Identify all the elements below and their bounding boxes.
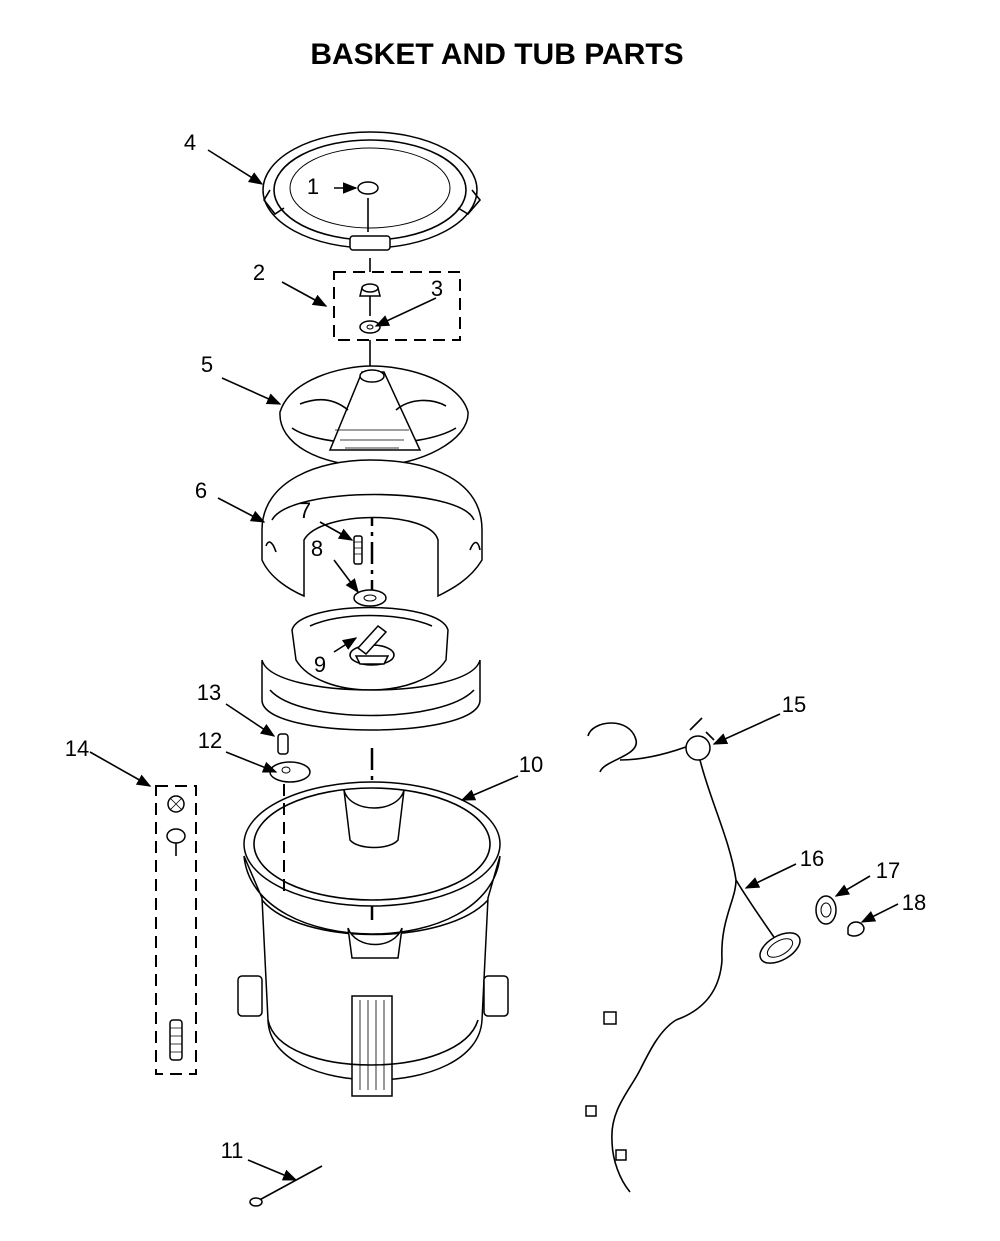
- bolt-part: [359, 258, 381, 316]
- callout-1: 1: [307, 174, 319, 199]
- callout-17: 17: [876, 858, 900, 883]
- tub-part: [237, 781, 509, 1097]
- hose-part: [735, 879, 801, 964]
- screw-part: [353, 535, 363, 565]
- wire-harness-part: [585, 717, 737, 1193]
- callout-9: 9: [314, 652, 326, 677]
- callout-3: 3: [431, 276, 443, 301]
- callout-10: 10: [519, 752, 543, 777]
- callout-5: 5: [201, 352, 213, 377]
- kit-14-box: [155, 785, 197, 1075]
- callout-arrows: [89, 149, 899, 1181]
- basket-bottom-part: [291, 606, 449, 691]
- callout-18: 18: [902, 890, 926, 915]
- callout-14: 14: [65, 736, 89, 761]
- rod-part: [249, 1165, 323, 1207]
- callout-15: 15: [782, 692, 806, 717]
- callout-16: 16: [800, 846, 824, 871]
- kit-2-3-box: [333, 271, 461, 341]
- callout-13: 13: [197, 680, 221, 705]
- callout-8: 8: [311, 536, 323, 561]
- callout-4: 4: [184, 130, 196, 155]
- sensor-part: [815, 895, 837, 925]
- clip-part: [847, 921, 865, 937]
- washer-part: [359, 320, 381, 370]
- callout-7: 7: [299, 498, 311, 523]
- hub-part: [353, 589, 387, 607]
- drain-screw-part: [277, 733, 289, 755]
- callout-numbers: 1 2 3 4 5 6 7 8 9 10 11 12 13 14 15 16 1…: [65, 130, 926, 1163]
- basket-ring-part: [262, 131, 482, 251]
- callout-11: 11: [221, 1138, 244, 1163]
- balance-ring-part: [261, 459, 483, 598]
- diagram-title: BASKET AND TUB PARTS: [310, 38, 683, 71]
- callout-12: 12: [198, 728, 222, 753]
- callout-6: 6: [195, 478, 207, 503]
- kit-14-parts: [166, 795, 186, 1061]
- callout-2: 2: [253, 260, 265, 285]
